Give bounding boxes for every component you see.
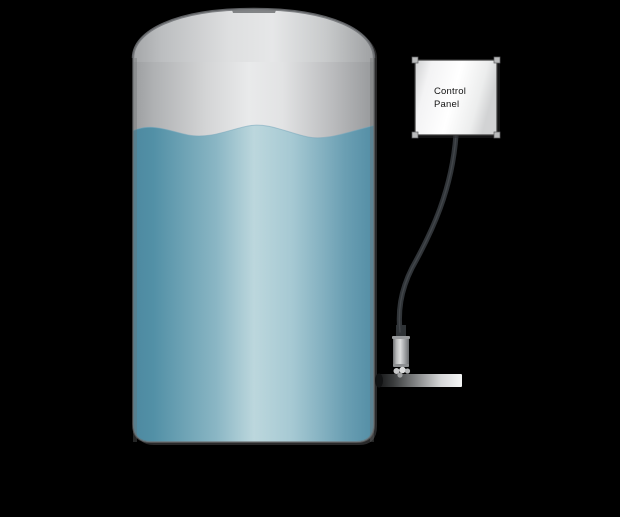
sensor-cable-highlight bbox=[398, 134, 457, 333]
outlet-pipe-body bbox=[378, 374, 462, 387]
tank-outline bbox=[132, 58, 375, 443]
sensor-body bbox=[393, 337, 409, 367]
sensor-tip-node-center bbox=[399, 366, 406, 374]
panel-handle-bottom-right[interactable] bbox=[493, 131, 501, 139]
control-panel-box bbox=[414, 59, 498, 136]
control-panel-label-line2: Panel bbox=[434, 99, 459, 110]
panel-handle-top-right[interactable] bbox=[493, 56, 501, 64]
water-fill bbox=[133, 124, 374, 442]
sensor-tip-node-bottom bbox=[397, 372, 403, 378]
sensor-tip-node-right bbox=[404, 368, 411, 374]
sensor-collar-upper bbox=[392, 336, 410, 339]
water-body bbox=[133, 123, 374, 442]
water-storage-tank[interactable] bbox=[128, 7, 380, 450]
sensor-cable[interactable] bbox=[396, 132, 459, 335]
panel-handle-top-left[interactable] bbox=[411, 56, 419, 64]
tank-left-shade bbox=[133, 58, 137, 442]
outlet-pipe[interactable] bbox=[375, 373, 462, 388]
control-panel-label-line1: Control bbox=[434, 86, 466, 97]
control-panel[interactable]: Control Panel bbox=[411, 56, 501, 139]
panel-handle-bottom-left[interactable] bbox=[411, 131, 419, 139]
outlet-pipe-flange bbox=[375, 373, 383, 388]
tank-dome-rim bbox=[131, 7, 376, 59]
sensor-collar-lower bbox=[393, 364, 409, 367]
tank-dome-surface bbox=[133, 9, 374, 62]
sensor-tip-node-left bbox=[393, 368, 400, 374]
water-surface-line bbox=[133, 123, 374, 139]
tank-right-shade bbox=[370, 58, 374, 442]
tank-hatch-icon bbox=[232, 10, 276, 13]
